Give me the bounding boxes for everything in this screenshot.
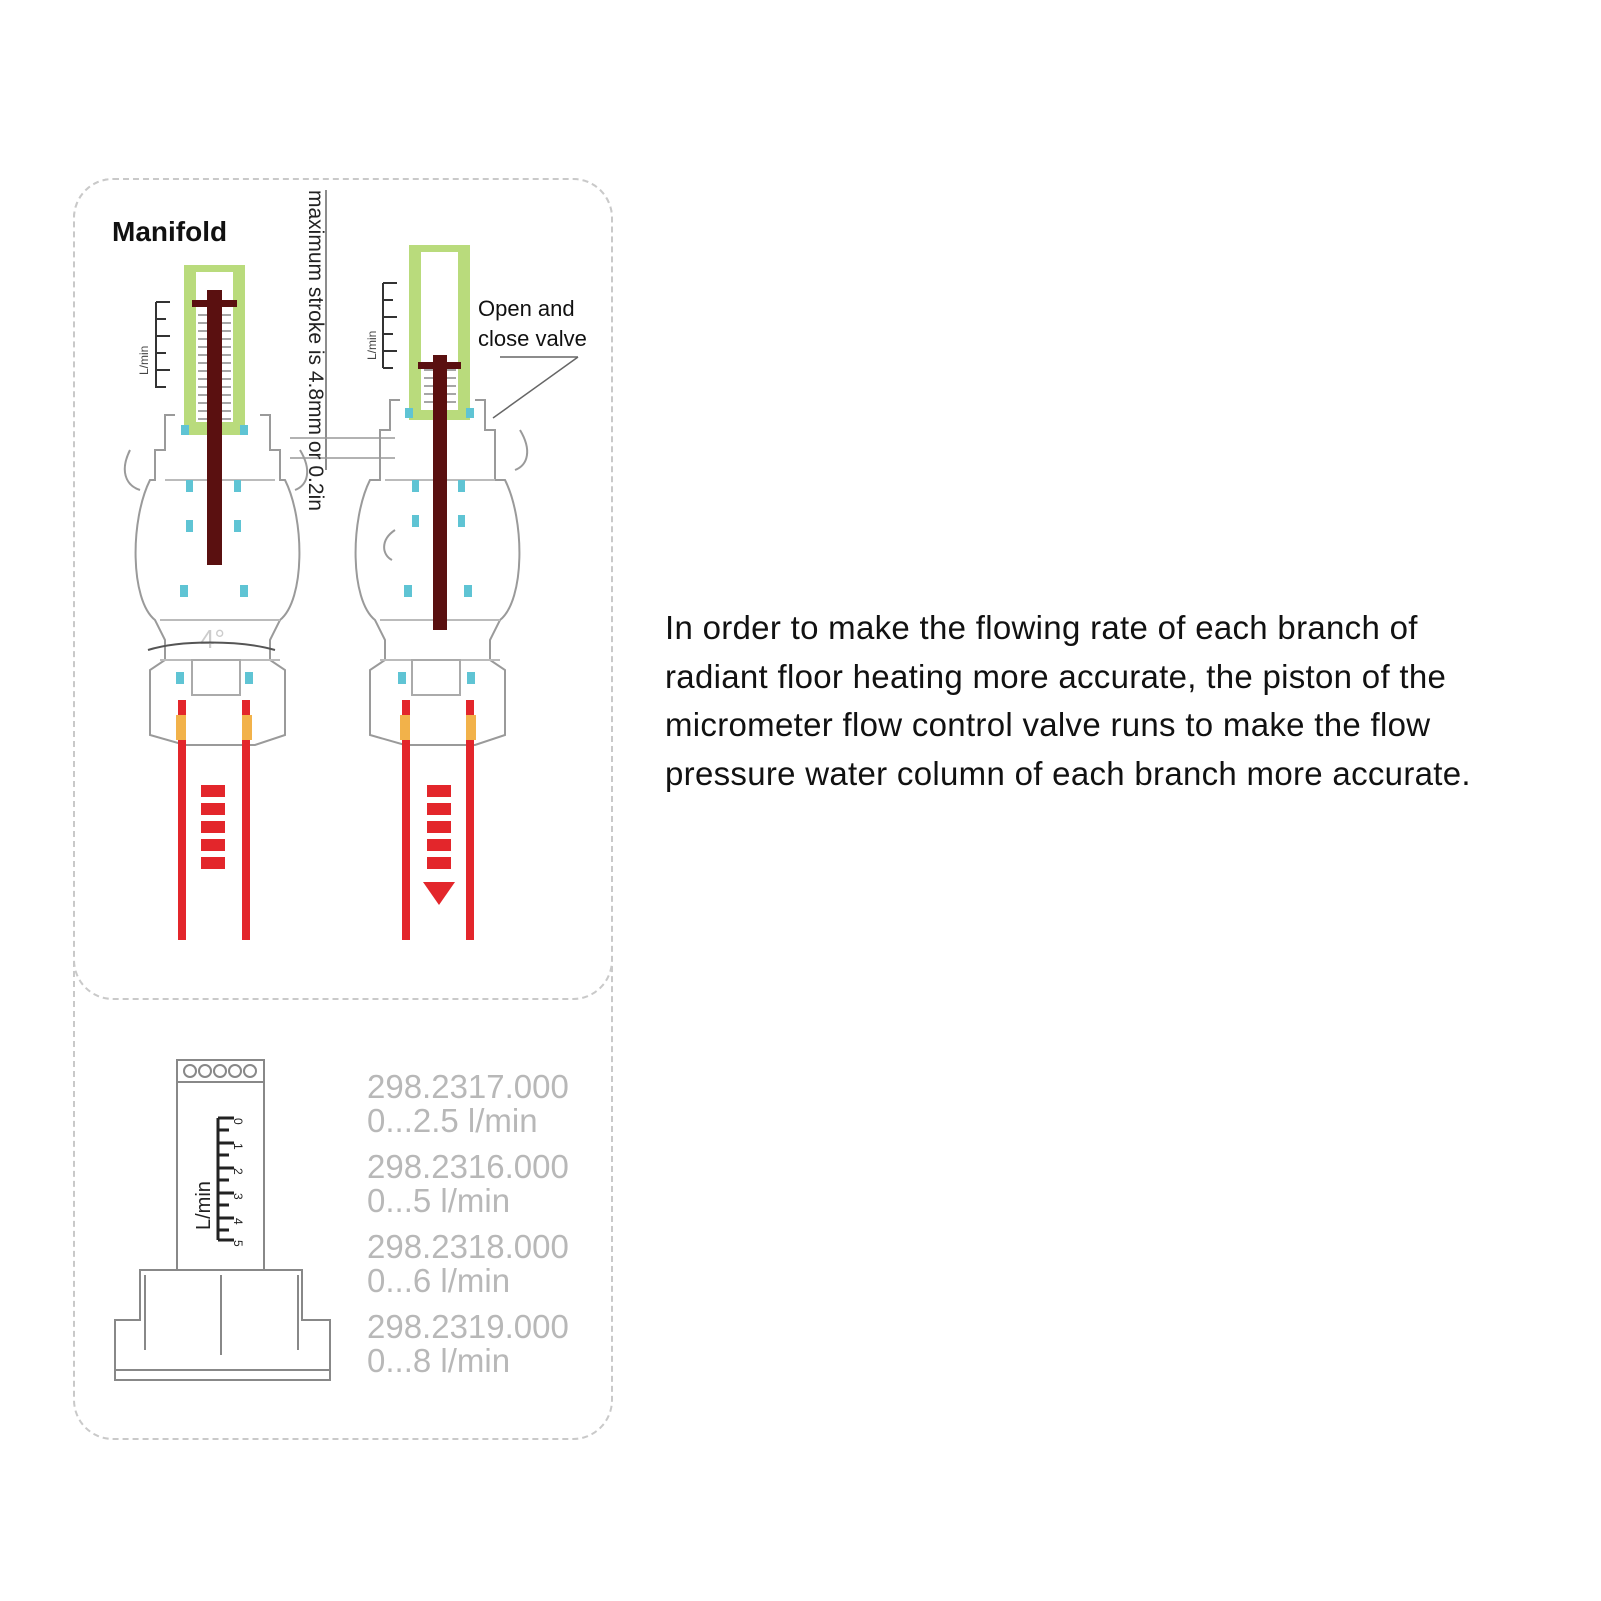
model-item: 298.2319.000 0...8 l/min xyxy=(367,1310,569,1378)
left-flow xyxy=(176,700,252,940)
left-piston xyxy=(207,290,222,565)
angle-label: 4° xyxy=(200,624,225,654)
model-range: 0...8 l/min xyxy=(367,1342,511,1379)
model-range: 0...5 l/min xyxy=(367,1182,511,1219)
valve-diagram-panel xyxy=(73,178,613,1000)
model-list: 298.2317.000 0...2.5 l/min 298.2316.000 … xyxy=(367,1070,569,1390)
model-code: 298.2318.000 xyxy=(367,1228,569,1265)
left-seals xyxy=(176,425,253,684)
svg-text:4: 4 xyxy=(231,1218,245,1225)
flow-meter-unit: L/min xyxy=(193,1181,215,1230)
left-valve xyxy=(123,414,309,746)
model-item: 298.2318.000 0...6 l/min xyxy=(367,1230,569,1298)
stroke-note: maximum stroke is 4.8mm or 0.2in xyxy=(304,190,327,511)
diagram-title: Manifold xyxy=(112,216,228,247)
flow-meter-tick-labels: 0 1 2 3 4 5 xyxy=(231,1118,245,1247)
model-range: 0...6 l/min xyxy=(367,1262,511,1299)
flow-arrow-icon xyxy=(423,882,455,905)
svg-text:3: 3 xyxy=(231,1193,245,1200)
valve-note: Open and close valve xyxy=(478,294,618,354)
model-range: 0...2.5 l/min xyxy=(367,1102,538,1139)
svg-text:0: 0 xyxy=(231,1118,245,1125)
model-code: 298.2316.000 xyxy=(367,1148,569,1185)
left-scale-unit: L/min xyxy=(137,346,151,375)
right-flow xyxy=(400,700,476,940)
svg-text:5: 5 xyxy=(231,1240,245,1247)
valve-note-line2: close valve xyxy=(478,326,587,351)
svg-text:1: 1 xyxy=(231,1143,245,1150)
left-flow-scale xyxy=(155,301,170,388)
valve-note-line1: Open and xyxy=(478,296,575,321)
model-item: 298.2317.000 0...2.5 l/min xyxy=(367,1070,569,1138)
right-piston xyxy=(433,355,447,630)
description-text: In order to make the flowing rate of eac… xyxy=(665,609,1471,792)
svg-text:2: 2 xyxy=(231,1168,245,1175)
model-code: 298.2319.000 xyxy=(367,1308,569,1345)
model-item: 298.2316.000 0...5 l/min xyxy=(367,1150,569,1218)
right-scale-unit: L/min xyxy=(365,331,379,360)
right-seals xyxy=(398,408,475,684)
right-flow-scale xyxy=(382,282,397,369)
flow-meter-scale xyxy=(216,1116,234,1242)
flow-meter-drawing xyxy=(114,1059,331,1381)
model-code: 298.2317.000 xyxy=(367,1068,569,1105)
